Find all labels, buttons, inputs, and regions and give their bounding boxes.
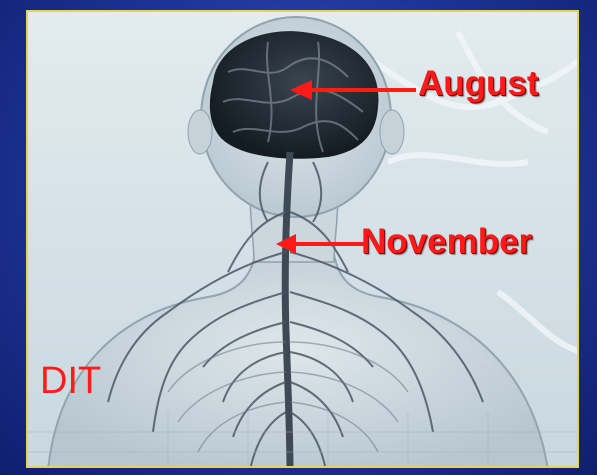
label-dit: DIT <box>40 360 101 403</box>
label-august: August <box>418 64 539 104</box>
ear-left <box>188 110 212 154</box>
label-november: November <box>361 222 532 262</box>
brain <box>210 31 379 159</box>
torso <box>48 247 548 468</box>
ear-right <box>380 110 404 154</box>
